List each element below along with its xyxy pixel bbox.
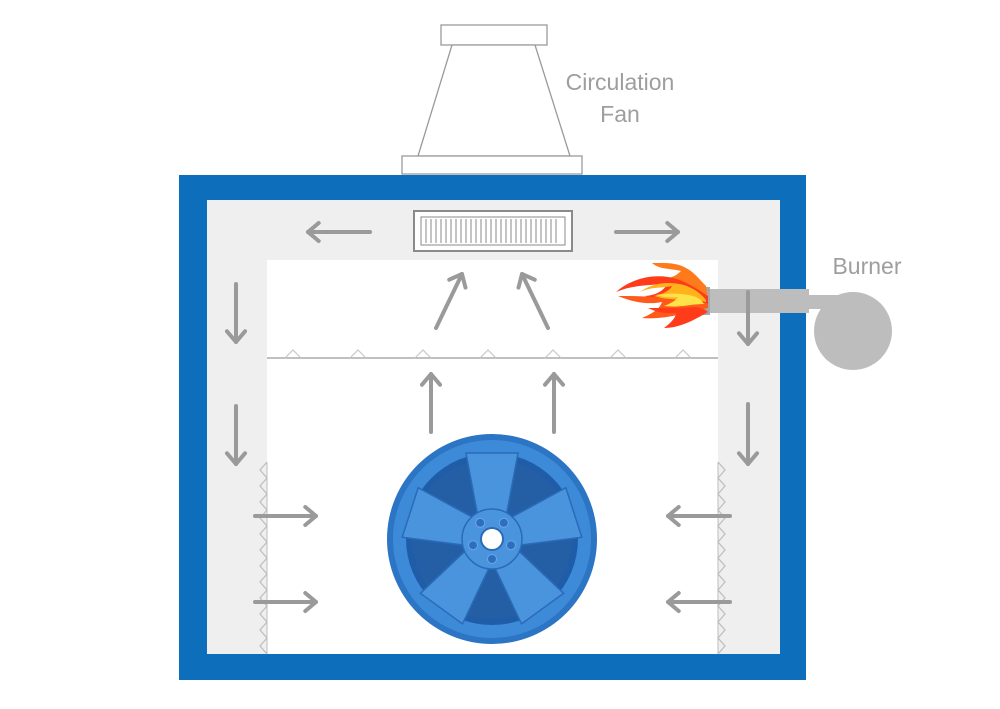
lug-nut xyxy=(498,517,509,528)
wheel-rim-icon xyxy=(387,434,597,644)
circulation-fan-label: Circulation Fan xyxy=(540,66,700,130)
airflow-arrow xyxy=(516,272,550,330)
airflow-arrow xyxy=(419,372,443,434)
lug-nut xyxy=(475,517,486,528)
diffuser-plate xyxy=(267,349,718,359)
airflow-arrow xyxy=(542,372,566,434)
airflow-arrows xyxy=(224,220,760,614)
circulation-fan-label-line2: Fan xyxy=(600,101,640,127)
circulation-fan-icon xyxy=(401,24,583,175)
airflow-arrow xyxy=(306,220,372,244)
airflow-arrow xyxy=(434,272,468,330)
burner-label: Burner xyxy=(832,253,902,279)
airflow-arrow xyxy=(736,402,760,466)
airflow-arrow xyxy=(736,290,760,346)
airflow-arrow xyxy=(666,590,732,614)
lug-nut xyxy=(468,540,478,551)
lug-nut xyxy=(506,540,516,551)
airflow-arrow xyxy=(253,590,318,614)
airflow-arrow xyxy=(253,504,318,528)
airflow-arrow xyxy=(224,404,248,466)
circulation-fan-label-line1: Circulation xyxy=(565,69,675,95)
airflow-arrow xyxy=(666,504,732,528)
fan-grille-icon xyxy=(413,210,573,252)
lug-nut xyxy=(487,554,497,564)
airflow-arrow xyxy=(614,220,680,244)
flame-icon xyxy=(616,262,708,328)
airflow-arrow xyxy=(224,282,248,344)
